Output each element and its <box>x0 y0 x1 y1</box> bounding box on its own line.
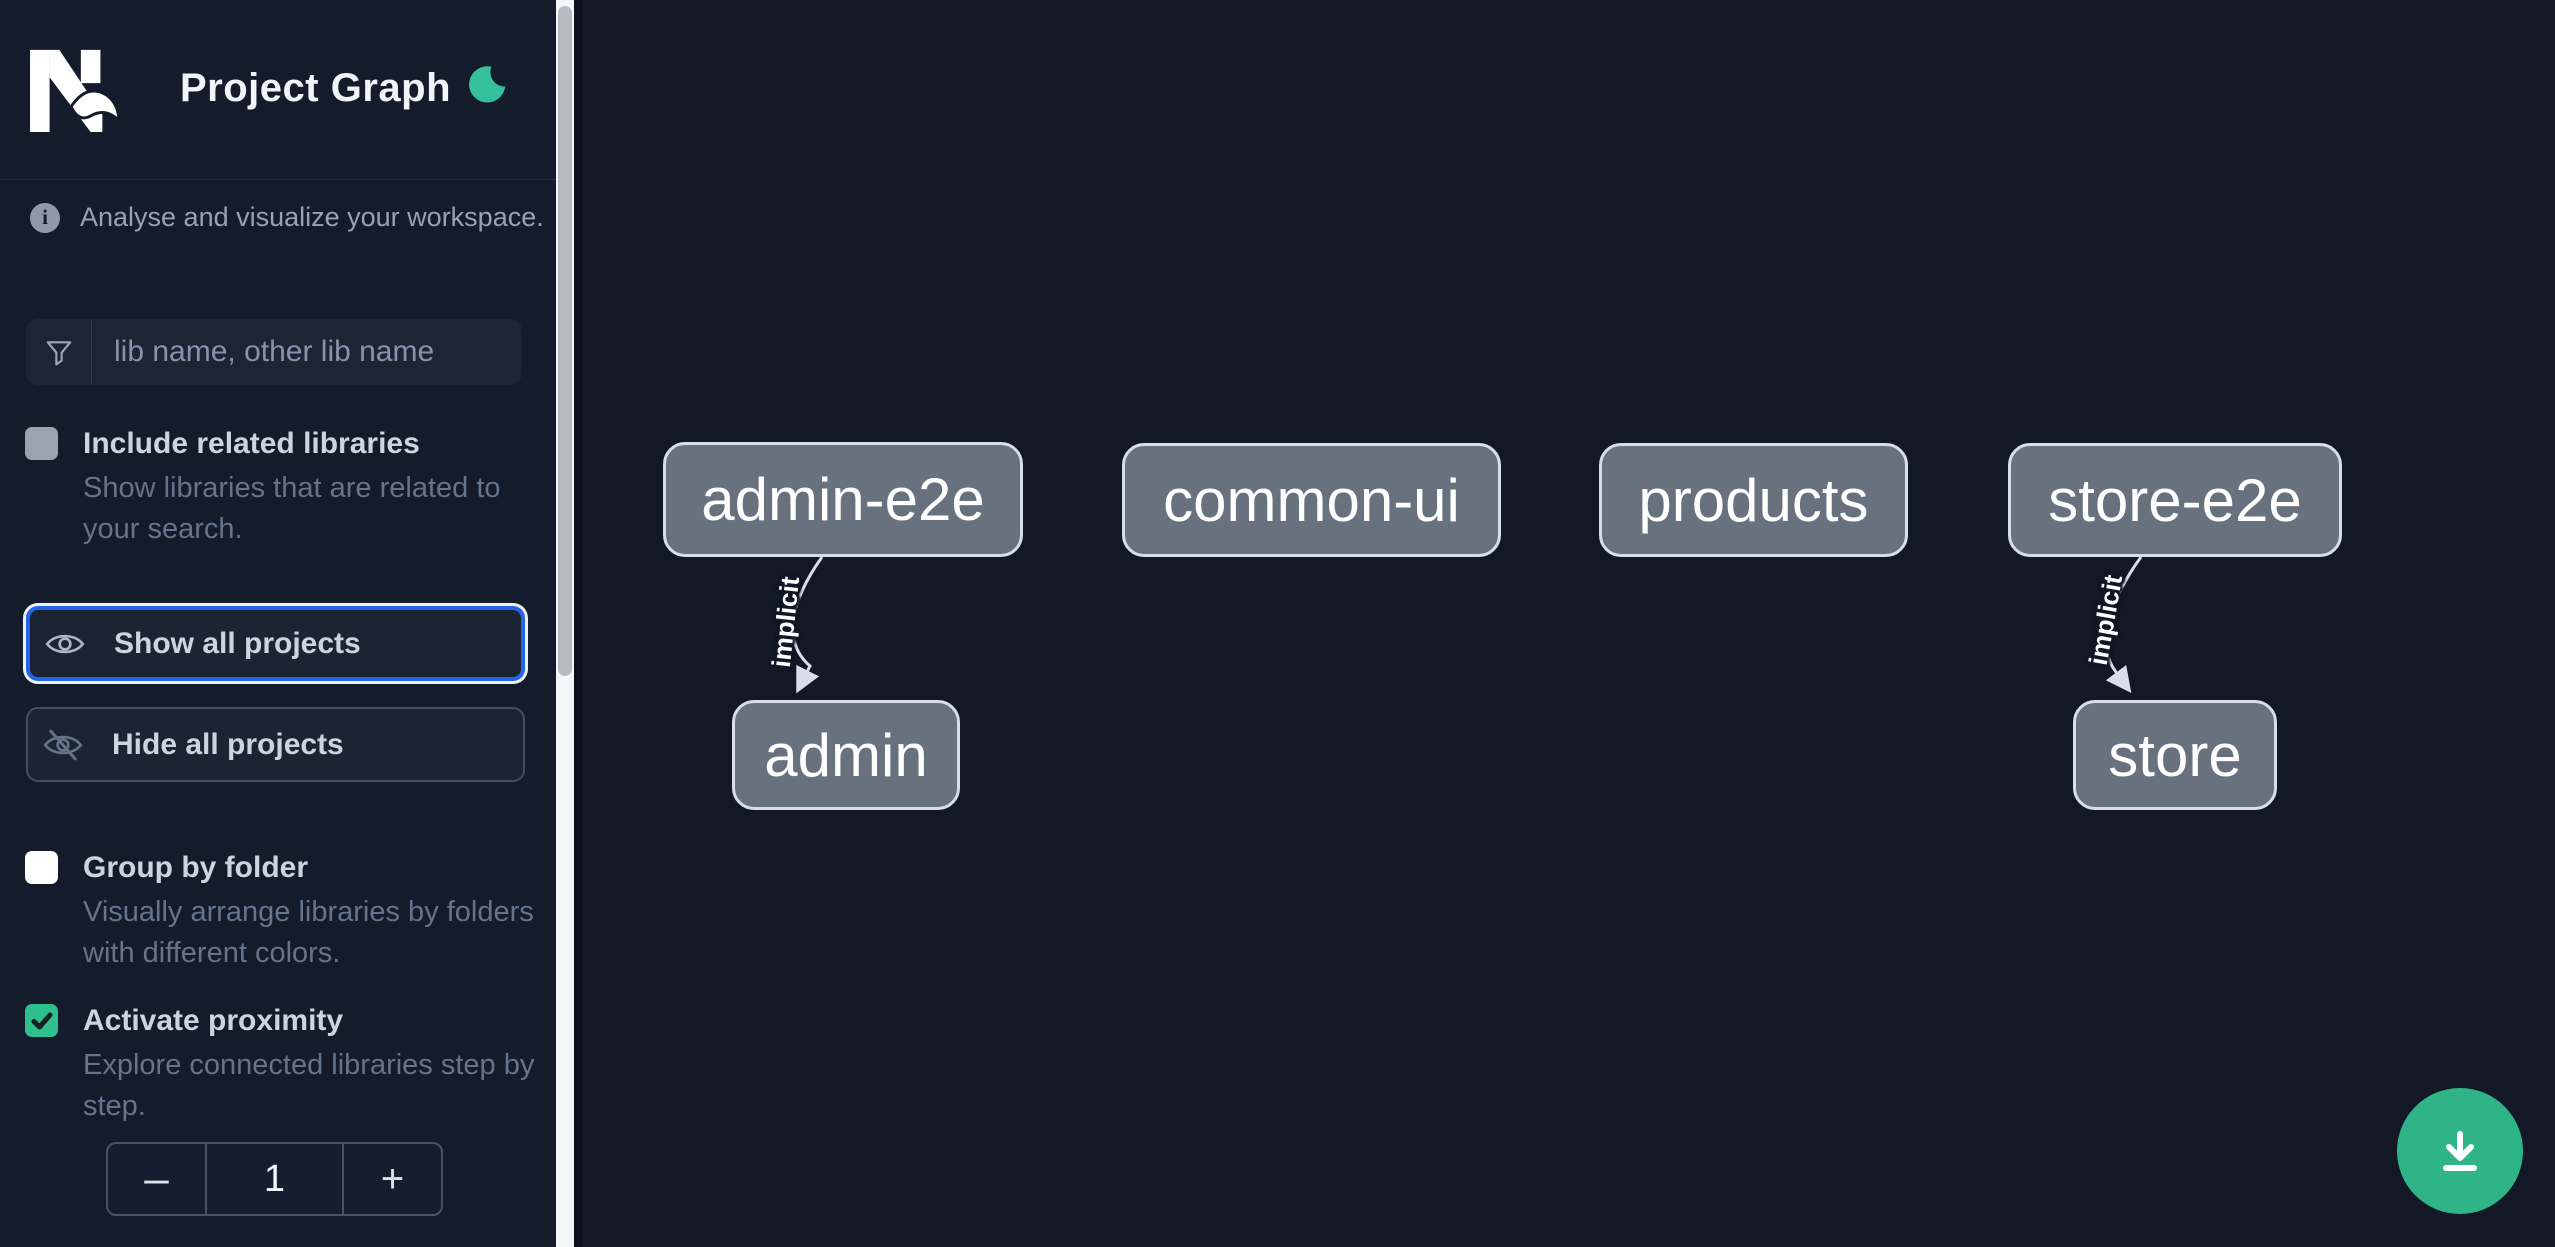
activate-proximity-description: Explore connected libraries step by step… <box>83 1049 535 1122</box>
sidebar-scrollbar-thumb[interactable] <box>558 6 572 676</box>
sidebar-scrollbar-track <box>556 0 574 1247</box>
nx-logo-icon <box>30 49 121 133</box>
stepper-value[interactable]: 1 <box>263 1157 286 1200</box>
hide-all-projects-button[interactable]: Hide all projects <box>26 707 525 782</box>
eye-off-icon <box>28 729 98 761</box>
show-all-projects-button[interactable]: Show all projects <box>26 606 525 681</box>
sidebar-header: Project Graph <box>0 0 556 180</box>
search-input[interactable] <box>92 319 522 385</box>
graph-node-admin-e2e[interactable]: admin-e2e <box>663 442 1023 557</box>
activate-proximity-row: Activate proximity <box>25 1004 343 1038</box>
include-related-row: Include related libraries <box>25 427 420 461</box>
graph-node-store[interactable]: store <box>2073 700 2277 810</box>
info-text: Analyse and visualize your workspace. <box>80 202 544 232</box>
group-by-folder-label[interactable]: Group by folder <box>83 851 308 884</box>
eye-icon <box>30 630 100 658</box>
graph-node-store-e2e[interactable]: store-e2e <box>2008 443 2342 557</box>
graph-node-admin[interactable]: admin <box>732 700 960 810</box>
include-related-label[interactable]: Include related libraries <box>83 427 420 460</box>
include-related-description: Show libraries that are related to your … <box>83 472 501 545</box>
download-icon <box>2443 1131 2477 1171</box>
sidebar: Project Graph i Analyse and visualize yo… <box>0 0 556 1247</box>
include-related-checkbox[interactable] <box>25 427 58 460</box>
group-by-folder-row: Group by folder <box>25 851 308 885</box>
activate-proximity-checkbox[interactable] <box>25 1004 58 1037</box>
search-box <box>26 319 522 385</box>
info-icon: i <box>30 202 60 233</box>
group-by-folder-description: Visually arrange libraries by folders wi… <box>83 896 534 969</box>
workspace-info-row: i Analyse and visualize your workspace. <box>30 202 544 233</box>
graph-node-common-ui[interactable]: common-ui <box>1122 443 1501 557</box>
stepper-decrement-button[interactable]: – <box>108 1144 207 1214</box>
theme-toggle-moon-icon[interactable] <box>464 64 508 108</box>
hide-all-projects-label: Hide all projects <box>112 727 344 761</box>
page-title: Project Graph <box>180 66 452 110</box>
group-by-folder-checkbox[interactable] <box>25 851 58 884</box>
save-image-button[interactable] <box>2397 1088 2523 1214</box>
proximity-depth-stepper: – 1 + <box>106 1142 443 1216</box>
graph-node-products[interactable]: products <box>1599 443 1908 557</box>
filter-funnel-icon <box>26 319 92 385</box>
project-graph-canvas[interactable] <box>574 0 2555 1247</box>
show-all-projects-label: Show all projects <box>114 626 361 660</box>
stepper-increment-button[interactable]: + <box>342 1144 441 1214</box>
activate-proximity-label[interactable]: Activate proximity <box>83 1004 344 1037</box>
